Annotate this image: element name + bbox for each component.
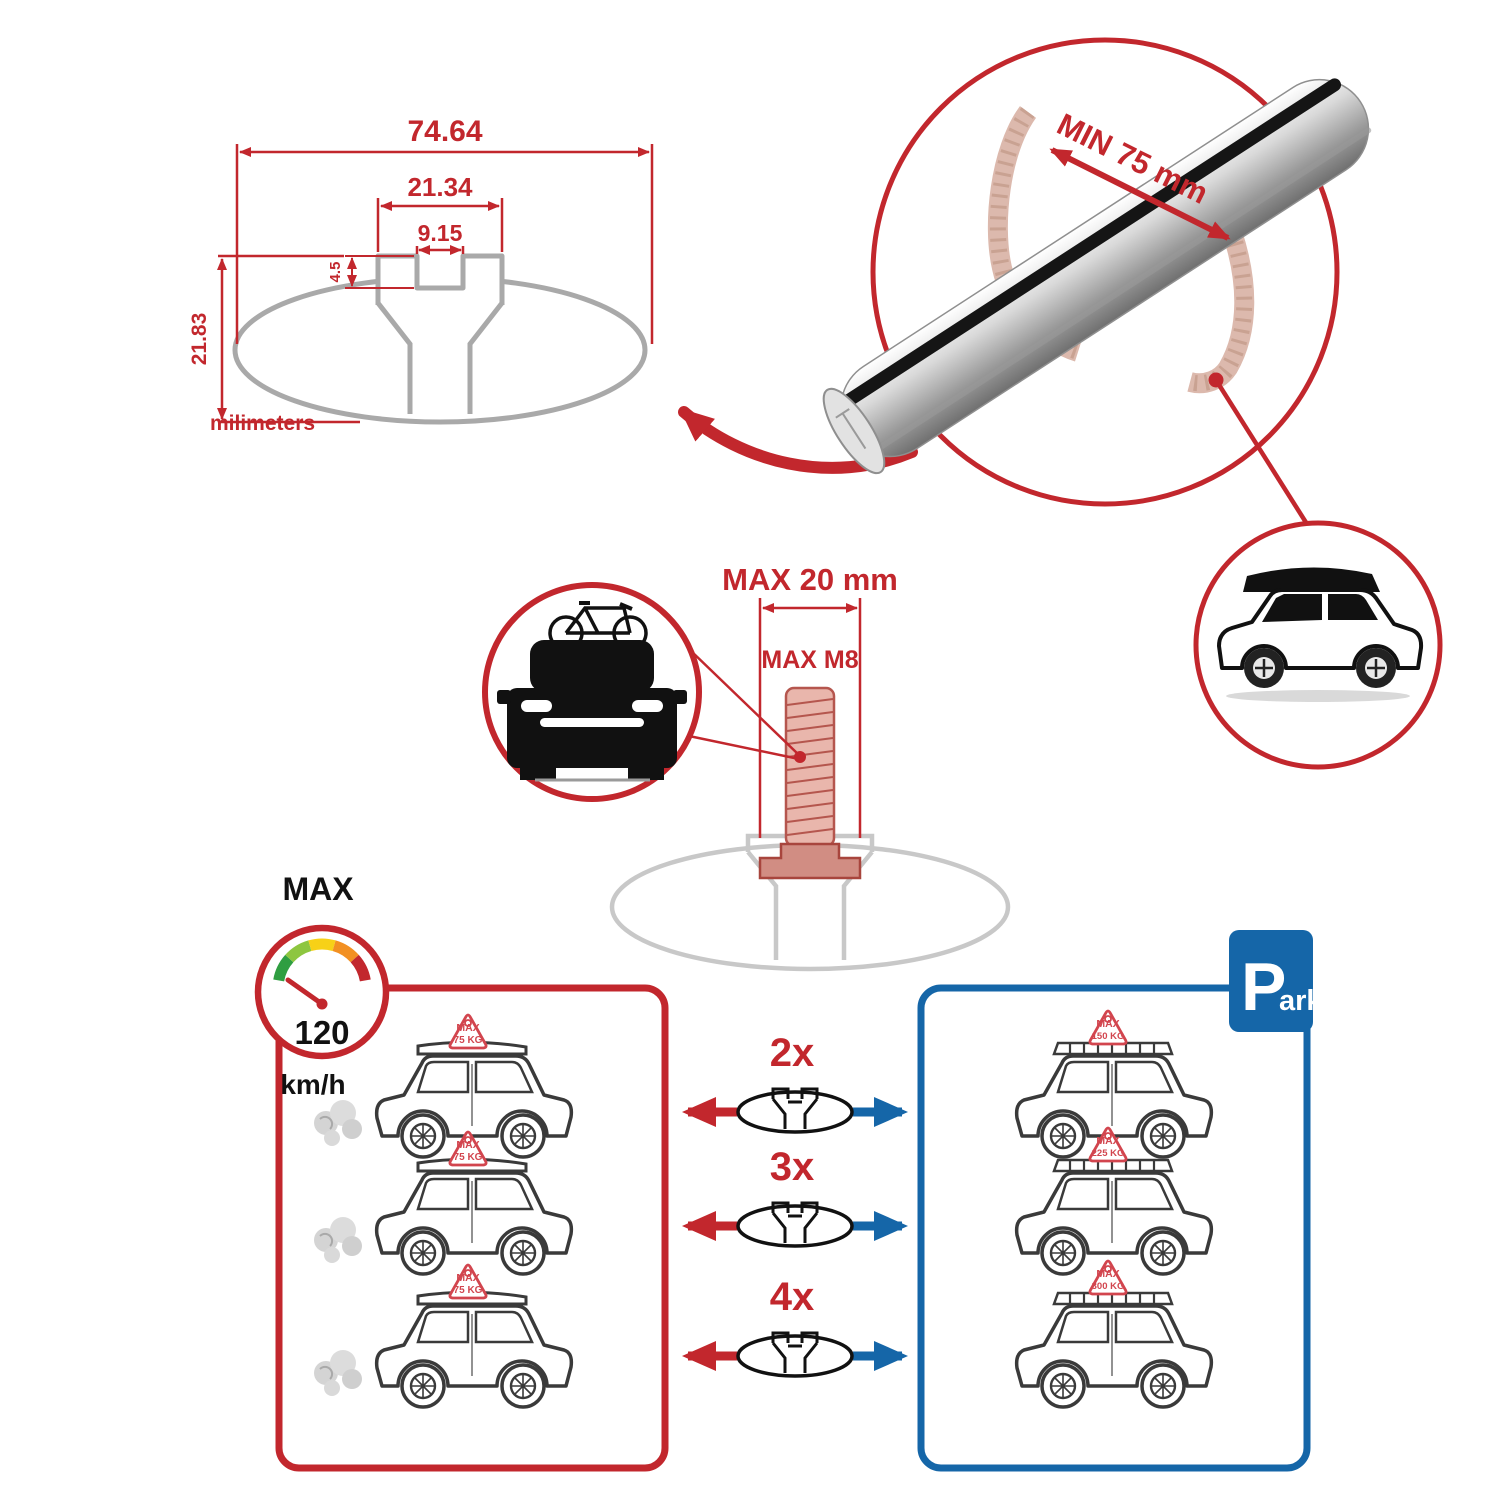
suv-silhouette bbox=[1217, 567, 1424, 688]
bar-quantity-row-1: 2x bbox=[682, 1031, 908, 1134]
car-front-icon bbox=[497, 640, 687, 782]
vehicle-front-circle bbox=[482, 582, 800, 802]
tag-title: MAX bbox=[1096, 1018, 1119, 1030]
bar-quantity-row-2: 3x bbox=[682, 1145, 908, 1248]
profile-channel bbox=[376, 301, 504, 414]
tag-title: MAX bbox=[456, 1022, 479, 1034]
connector-line bbox=[1214, 378, 1314, 534]
closeup-circle-outline bbox=[870, 37, 1340, 507]
park-sign: P ark bbox=[1229, 930, 1323, 1032]
dim-slot-outer bbox=[376, 198, 504, 252]
bolt-max-thread-label: MAX M8 bbox=[761, 646, 858, 674]
dim-slot-inner-label: 9.15 bbox=[418, 220, 463, 246]
dim-slot-depth-label: 4.5 bbox=[327, 262, 344, 283]
speed-title: MAX bbox=[282, 871, 354, 907]
driving-car-1: MAX 75 KG bbox=[313, 1013, 571, 1157]
park-sign-letter: P bbox=[1241, 949, 1286, 1025]
bar-closeup-circle: MIN 75 mm bbox=[822, 37, 1372, 507]
tag-value: 225 KG bbox=[1092, 1148, 1125, 1159]
quantity-label: 2x bbox=[770, 1031, 815, 1075]
unit-label: milimeters bbox=[210, 412, 315, 435]
dim-total-height bbox=[217, 254, 360, 424]
driving-car-3: MAX 75 KG bbox=[313, 1263, 571, 1407]
crossbar-cross-section-diagram: 74.64 21.34 9.15 4.5 21.83 mili bbox=[188, 115, 654, 435]
bar-profile-icon bbox=[736, 1201, 854, 1248]
tag-value: 300 KG bbox=[1092, 1281, 1125, 1292]
bolt-head bbox=[758, 842, 862, 880]
dim-total-width bbox=[235, 144, 654, 344]
speed-limit-badge: MAX 120 km/h bbox=[254, 871, 390, 1100]
dim-total-width-label: 74.64 bbox=[407, 115, 482, 148]
ground-shadow bbox=[1226, 690, 1410, 702]
roof-box bbox=[1243, 567, 1380, 592]
bar-profile-icon bbox=[736, 1087, 854, 1134]
bolt-thread bbox=[784, 686, 836, 848]
tag-title: MAX bbox=[1096, 1268, 1119, 1280]
quantity-label: 4x bbox=[770, 1275, 815, 1319]
speed-value: 120 bbox=[294, 1014, 349, 1051]
bar-profile-icon bbox=[736, 1331, 854, 1378]
dim-slot-inner bbox=[415, 245, 465, 255]
speed-needle bbox=[285, 977, 325, 1007]
callout-line-top bbox=[689, 649, 800, 756]
dim-slot-depth bbox=[345, 255, 414, 289]
bolt-max-length-label: MAX 20 mm bbox=[722, 562, 898, 597]
callout-line-bottom bbox=[688, 734, 800, 761]
dim-total-height-label: 21.83 bbox=[188, 313, 211, 366]
parked-car-2: MAX 225 KG bbox=[1017, 1126, 1212, 1274]
parked-car-1: MAX 150 KG bbox=[1017, 1009, 1212, 1157]
quantity-label: 3x bbox=[770, 1145, 815, 1189]
speedometer-gauge bbox=[273, 938, 371, 982]
tag-title: MAX bbox=[456, 1139, 479, 1151]
min-span-arrow bbox=[1049, 147, 1231, 241]
vehicle-roofbox-circle bbox=[1193, 520, 1443, 770]
speed-unit: km/h bbox=[280, 1069, 345, 1100]
tag-value: 150 KG bbox=[1092, 1031, 1125, 1042]
bolt-diagram: MAX 20 mm MAX M8 bbox=[609, 562, 1011, 972]
dim-slot-outer-label: 21.34 bbox=[407, 172, 473, 202]
park-sign-suffix: ark bbox=[1279, 985, 1323, 1017]
tag-value: 75 KG bbox=[454, 1035, 483, 1046]
tag-value: 75 KG bbox=[454, 1152, 483, 1163]
tag-title: MAX bbox=[456, 1272, 479, 1284]
tag-value: 75 KG bbox=[454, 1285, 483, 1296]
parked-car-3: MAX 300 KG bbox=[1017, 1259, 1212, 1407]
tag-title: MAX bbox=[1096, 1135, 1119, 1147]
driving-car-2: MAX 75 KG bbox=[313, 1130, 571, 1274]
bar-quantity-row-3: 4x bbox=[682, 1275, 908, 1378]
